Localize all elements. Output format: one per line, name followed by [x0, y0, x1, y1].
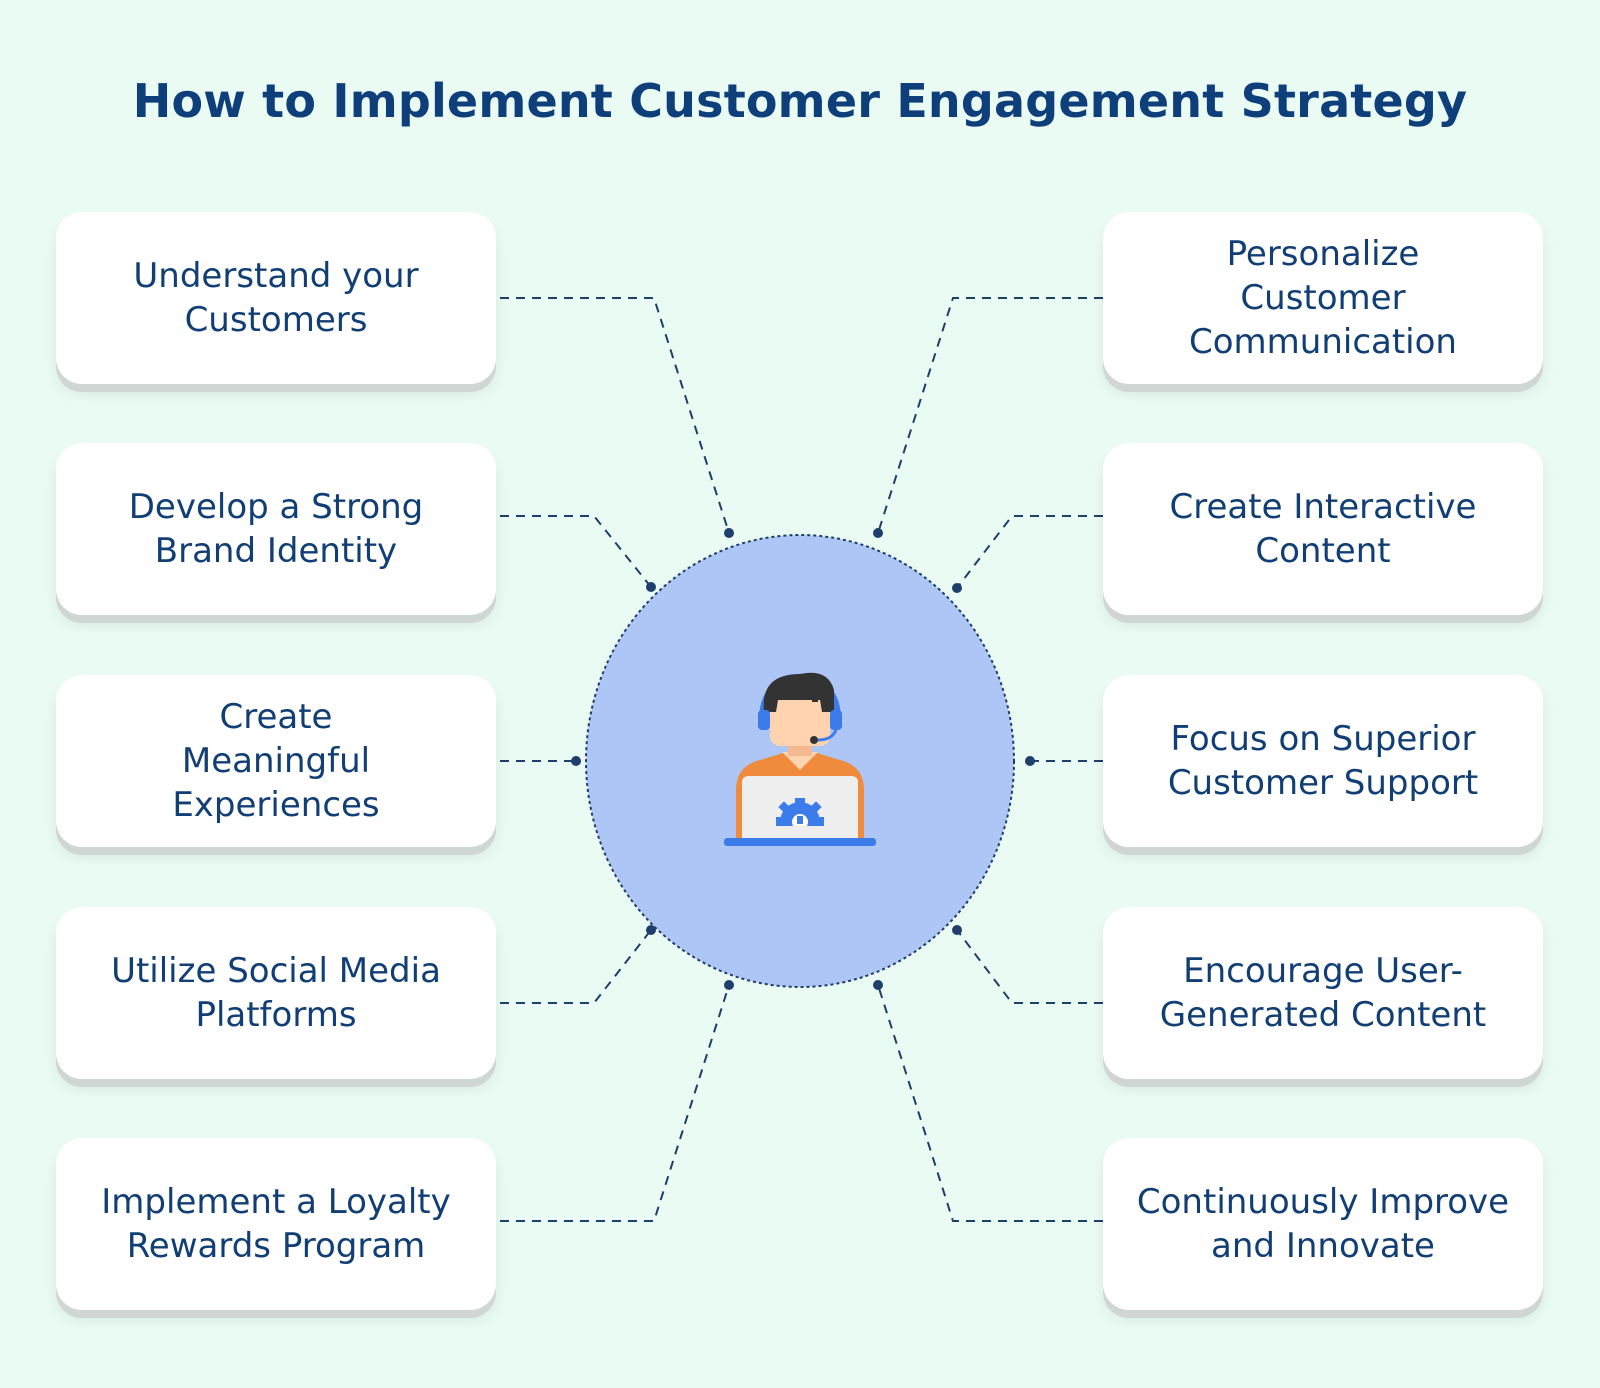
- connector-dot: [873, 980, 883, 990]
- step-card-social-media: Utilize Social Media Platforms: [56, 907, 496, 1079]
- step-card-customer-support: Focus on Superior Customer Support: [1103, 675, 1543, 847]
- connector-lines: [500, 297, 1103, 1222]
- connector-right-1: [956, 515, 1103, 589]
- step-card-improve-innovate: Continuously Improve and Innovate: [1103, 1138, 1543, 1310]
- connector-left-4: [500, 984, 730, 1222]
- step-card-personalize-communication: Personalize Customer Communication: [1103, 212, 1543, 384]
- step-card-meaningful-experiences: Create Meaningful Experiences: [56, 675, 496, 847]
- connector-dot: [724, 980, 734, 990]
- step-label: Continuously Improve and Innovate: [1136, 1182, 1510, 1266]
- step-card-user-generated-content: Encourage User- Generated Content: [1103, 907, 1543, 1079]
- connector-left-0: [500, 297, 730, 534]
- customer-support-agent-icon: [724, 672, 876, 846]
- step-label: Personalize Customer Communication: [1189, 234, 1457, 362]
- page-title: How to Implement Customer Engagement Str…: [132, 74, 1468, 128]
- step-card-understand-customers: Understand your Customers: [56, 212, 496, 384]
- connector-dot: [724, 528, 734, 538]
- connector-dots: [571, 528, 1035, 990]
- step-card-interactive-content: Create Interactive Content: [1103, 443, 1543, 615]
- step-label: Encourage User- Generated Content: [1159, 951, 1487, 1035]
- connector-dot: [646, 582, 656, 592]
- connector-dot: [571, 756, 581, 766]
- step-card-brand-identity: Develop a Strong Brand Identity: [56, 443, 496, 615]
- step-card-loyalty-rewards: Implement a Loyalty Rewards Program: [56, 1138, 496, 1310]
- step-label: Create Meaningful Experiences: [172, 697, 380, 825]
- connector-dot: [1025, 756, 1035, 766]
- connector-left-3: [500, 929, 652, 1004]
- step-label: Implement a Loyalty Rewards Program: [101, 1182, 451, 1266]
- step-label: Understand your Customers: [133, 256, 419, 340]
- step-label: Develop a Strong Brand Identity: [128, 487, 424, 571]
- connector-dot: [952, 925, 962, 935]
- connector-left-1: [500, 515, 652, 588]
- connector-dot: [873, 528, 883, 538]
- connector-dot: [646, 925, 656, 935]
- step-label: Focus on Superior Customer Support: [1167, 719, 1479, 803]
- connector-right-3: [956, 929, 1103, 1004]
- step-label: Create Interactive Content: [1169, 487, 1477, 571]
- connector-right-0: [877, 297, 1103, 534]
- connector-dot: [952, 583, 962, 593]
- connector-right-4: [877, 984, 1103, 1222]
- step-label: Utilize Social Media Platforms: [111, 951, 441, 1035]
